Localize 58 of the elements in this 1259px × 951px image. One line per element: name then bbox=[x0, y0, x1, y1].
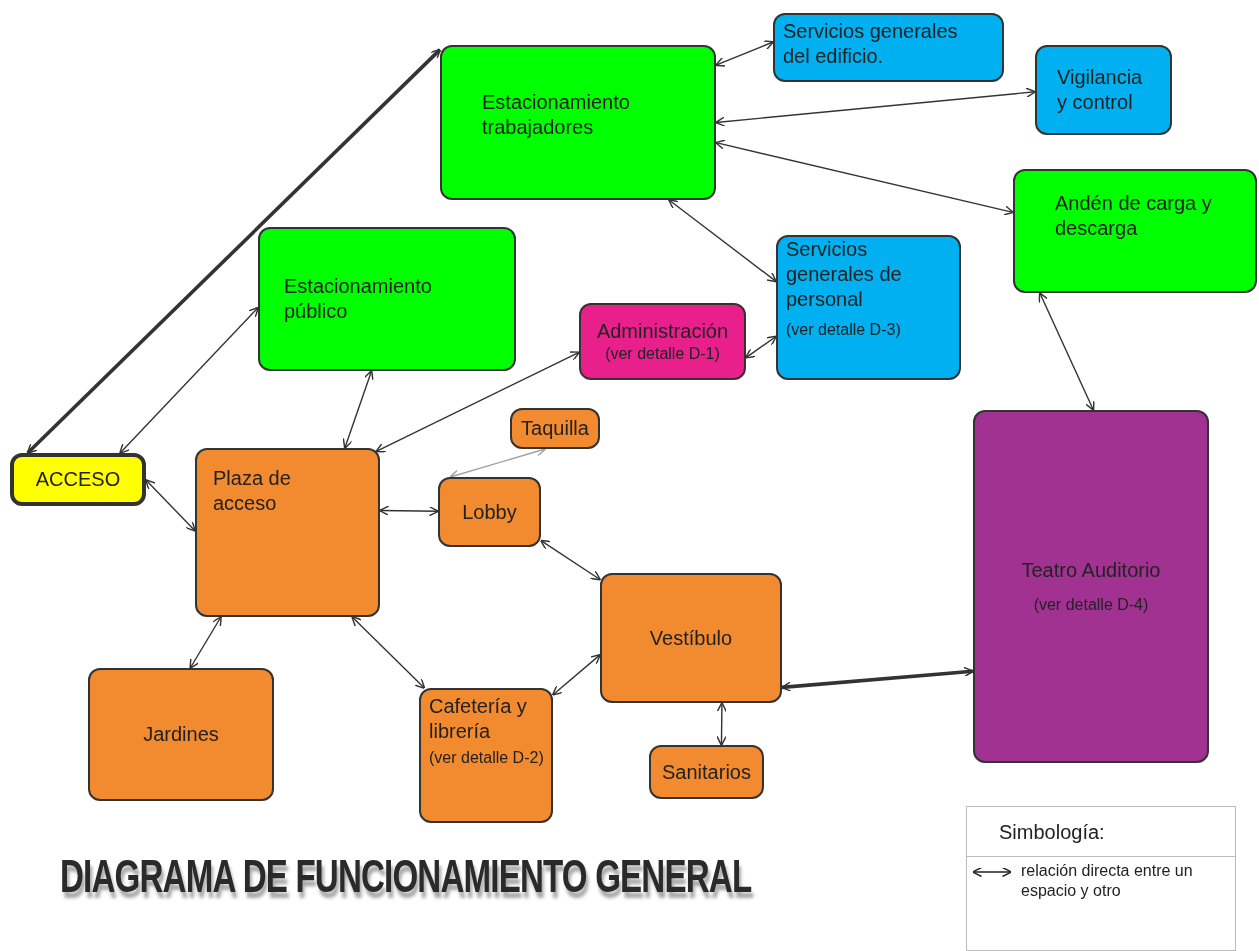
space-name: Estacionamiento público bbox=[284, 274, 433, 324]
space-name: Lobby bbox=[462, 499, 517, 525]
arrow bbox=[714, 139, 1015, 216]
space-name: Sanitarios bbox=[662, 759, 751, 785]
space-name: ACCESO bbox=[35, 467, 121, 492]
space-box bbox=[440, 45, 716, 200]
arrow bbox=[378, 505, 440, 517]
space-box bbox=[438, 477, 541, 547]
arrow bbox=[375, 351, 581, 453]
arrow bbox=[716, 701, 728, 747]
detail-note: (ver detalle D-4) bbox=[1033, 595, 1149, 615]
arrow bbox=[351, 615, 426, 690]
space-name: Jardines bbox=[143, 722, 219, 747]
arrow bbox=[551, 653, 602, 696]
detail-note: (ver detalle D-1) bbox=[605, 344, 720, 364]
space-box bbox=[258, 227, 516, 371]
space-box bbox=[773, 13, 1004, 82]
arrow bbox=[342, 369, 374, 450]
arrow bbox=[668, 199, 778, 283]
space-name: Cafetería y librería bbox=[429, 694, 528, 744]
space-box bbox=[419, 688, 553, 823]
arrow bbox=[189, 615, 222, 670]
arrow bbox=[26, 48, 442, 455]
space-box bbox=[649, 745, 764, 799]
space-box bbox=[579, 303, 746, 380]
arrow bbox=[539, 539, 602, 581]
space-box bbox=[776, 235, 961, 380]
diagram-title: DIAGRAMA DE FUNCIONAMIENTO GENERAL bbox=[60, 849, 752, 904]
detail-note: (ver detalle D-3) bbox=[786, 320, 901, 340]
legend-text: relación directa entre un espacio y otro bbox=[1021, 861, 1194, 901]
space-box bbox=[10, 453, 146, 506]
arrow bbox=[449, 446, 547, 480]
arrow bbox=[780, 666, 975, 692]
space-box bbox=[973, 410, 1209, 763]
arrow bbox=[744, 335, 778, 359]
arrow bbox=[119, 306, 260, 455]
arrow bbox=[714, 40, 775, 67]
space-name: Vigilancia y control bbox=[1057, 65, 1144, 115]
legend-heading: Simbología: bbox=[999, 819, 1105, 845]
space-name: Servicios generales del edificio. bbox=[783, 19, 959, 69]
space-name: Estacionamiento trabajadores bbox=[482, 89, 631, 140]
space-name: Servicios generales de personal bbox=[786, 237, 903, 312]
space-name: Administración bbox=[596, 319, 729, 345]
space-name: Teatro Auditorio bbox=[1021, 558, 1161, 584]
space-box bbox=[1035, 45, 1172, 135]
space-name: Plaza de acceso bbox=[213, 466, 292, 516]
space-name: Vestíbulo bbox=[649, 625, 733, 651]
arrow bbox=[1038, 291, 1095, 412]
space-name: Andén de carga y descarga bbox=[1055, 191, 1213, 241]
space-box bbox=[600, 573, 782, 703]
arrow bbox=[144, 479, 197, 532]
detail-note: (ver detalle D-2) bbox=[429, 748, 544, 768]
arrow bbox=[714, 87, 1037, 127]
space-box bbox=[195, 448, 380, 617]
space-box bbox=[1013, 169, 1257, 293]
space-box bbox=[88, 668, 274, 801]
space-box bbox=[510, 408, 600, 449]
space-name: Taquilla bbox=[521, 416, 589, 441]
